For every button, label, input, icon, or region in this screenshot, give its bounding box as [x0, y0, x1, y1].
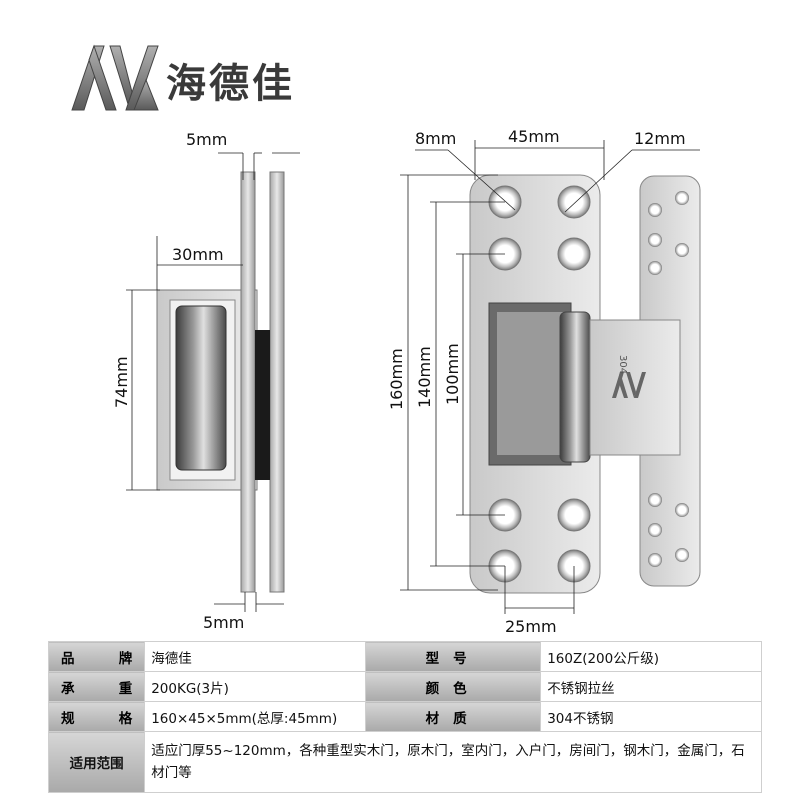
front-knuckle — [559, 311, 591, 463]
side-cylinder — [175, 305, 227, 471]
spec-load-label: 承重 — [47, 671, 146, 702]
spec-size-value: 160×45×5mm(总厚:45mm) — [144, 701, 366, 732]
spec-color-value: 不锈钢拉丝 — [540, 671, 762, 702]
spec-material-label: 材质 — [364, 701, 542, 732]
table-row: 品牌 海德佳 型号 160Z(200公斤级) — [47, 641, 762, 672]
spec-load-value: 200KG(3片) — [144, 671, 366, 702]
dim-body-length: 140mm — [415, 346, 434, 408]
brand: 海德佳 — [70, 42, 295, 112]
spec-material-value: 304不锈钢 — [540, 701, 762, 732]
dim-body-height: 74mm — [112, 356, 131, 408]
side-view: 5mm 30mm 74mm 5mm — [112, 130, 300, 632]
table-row: 规格 160×45×5mm(总厚:45mm) 材质 304不锈钢 — [47, 701, 762, 732]
brand-name: 海德佳 — [166, 61, 295, 107]
spec-brand-value: 海德佳 — [144, 641, 366, 672]
spec-brand-label: 品牌 — [47, 641, 146, 672]
dim-plate-top: 5mm — [186, 130, 227, 149]
side-spacer — [255, 330, 270, 480]
front-pocket-inner — [497, 312, 565, 455]
back-plate-holes — [648, 191, 689, 567]
engraving-logo-icon — [612, 372, 646, 398]
dim-total-length: 160mm — [387, 348, 406, 410]
spec-model-label: 型号 — [364, 641, 542, 672]
dim-width: 45mm — [508, 127, 560, 146]
side-plate-left — [240, 171, 256, 593]
front-arm — [589, 319, 681, 456]
dim-body-depth: 30mm — [172, 245, 224, 264]
dim-hole-spacing: 25mm — [505, 617, 557, 636]
dim-plate-bottom: 5mm — [203, 613, 244, 632]
brand-logo-icon — [71, 44, 159, 111]
spec-scope-label: 适用范围 — [47, 731, 146, 793]
dim-hole-large: 12mm — [634, 129, 686, 148]
side-plate-right — [269, 171, 285, 593]
dim-center-length: 100mm — [443, 343, 462, 405]
spec-table: 品牌 海德佳 型号 160Z(200公斤级) 承重 200KG(3片) 颜色 不… — [47, 641, 762, 793]
spec-scope-value: 适应门厚55~120mm，各种重型实木门，原木门，室内门，入户门，房间门，钢木门… — [144, 731, 762, 793]
dim-hole-small: 8mm — [415, 129, 456, 148]
spec-color-label: 颜色 — [364, 671, 542, 702]
spec-model-value: 160Z(200公斤级) — [540, 641, 762, 672]
engraving-text: 304 — [617, 355, 628, 374]
table-row: 承重 200KG(3片) 颜色 不锈钢拉丝 — [47, 671, 762, 702]
table-row: 适用范围 适应门厚55~120mm，各种重型实木门，原木门，室内门，入户门，房间… — [47, 731, 762, 793]
spec-size-label: 规格 — [47, 701, 146, 732]
front-view: 304 45mm 8mm 12mm 160mm 140mm 100mm 25mm — [387, 127, 701, 636]
